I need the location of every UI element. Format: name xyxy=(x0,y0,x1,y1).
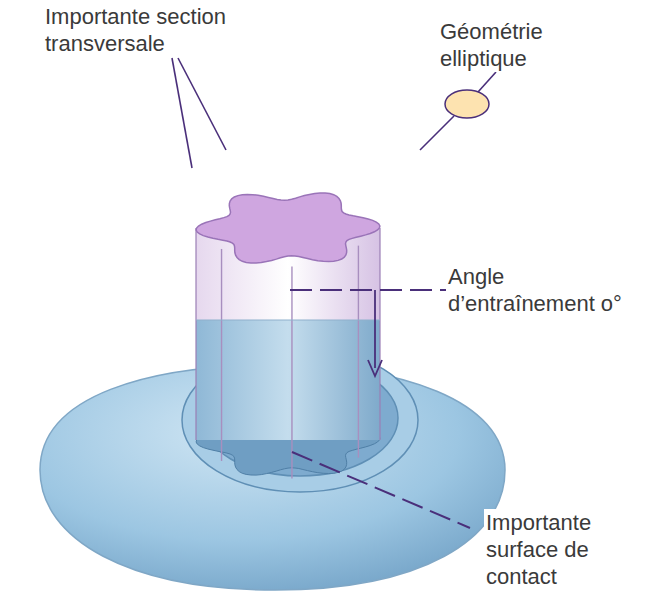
leader-line xyxy=(420,116,454,150)
bit-edge xyxy=(379,228,380,440)
leader-line xyxy=(292,452,470,528)
angle-arrow xyxy=(374,290,376,368)
bit-top-face xyxy=(196,193,380,263)
arrow-head xyxy=(368,360,382,376)
shaft-side xyxy=(196,320,380,440)
flute-line xyxy=(291,267,292,479)
callout-label: Angle d’entraînement o° xyxy=(446,263,646,317)
flute-line xyxy=(221,249,222,461)
bit-edge xyxy=(195,228,196,440)
driver-bit xyxy=(196,193,380,479)
callout-label: Géométrie elliptique xyxy=(438,18,582,72)
leader-line xyxy=(478,72,496,92)
callout-label: Importante surface de contact xyxy=(484,509,633,590)
leader-line xyxy=(172,58,192,168)
flute-line xyxy=(358,246,359,458)
callout-label: Importante section transversale xyxy=(43,3,247,57)
shaft-joint xyxy=(196,320,380,321)
ellipse-symbol xyxy=(445,90,489,118)
leader-line xyxy=(178,58,226,150)
